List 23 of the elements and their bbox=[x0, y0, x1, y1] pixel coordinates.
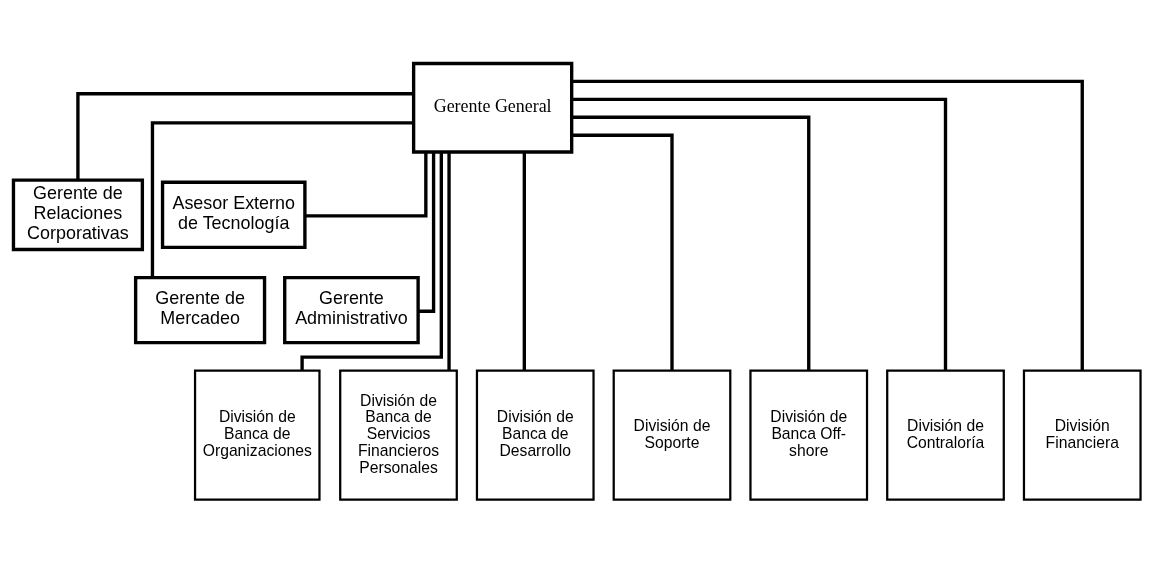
node-box: Gerente de Mercadeo bbox=[133, 275, 267, 345]
node-box: División de Banca de Servicios Financieros Personales bbox=[339, 369, 458, 501]
connector bbox=[305, 152, 428, 218]
node-box: División de Soporte bbox=[612, 369, 732, 501]
node-box: Asesor Externo de Tecnología bbox=[160, 180, 307, 249]
connector bbox=[76, 92, 414, 180]
connector bbox=[300, 152, 443, 371]
node-box: División de Banca de Organizaciones bbox=[193, 369, 321, 501]
connector bbox=[522, 152, 526, 371]
connector bbox=[572, 115, 811, 371]
node-box: Gerente General bbox=[411, 61, 574, 154]
connector bbox=[572, 97, 948, 371]
node-box: División Financiera bbox=[1022, 369, 1142, 501]
node-box: Gerente de Relaciones Corporativas bbox=[11, 178, 145, 252]
connector bbox=[447, 152, 451, 371]
connector bbox=[418, 152, 436, 313]
node-box: División de Banca Off-shore bbox=[749, 369, 869, 501]
connector bbox=[150, 121, 414, 278]
node-box: División de Contraloría bbox=[886, 369, 1005, 501]
connector bbox=[571, 79, 1084, 371]
node-box: División de Banca de Desarrollo bbox=[475, 369, 595, 501]
connector bbox=[571, 133, 674, 371]
node-box: Gerente Administrativo bbox=[283, 275, 420, 345]
